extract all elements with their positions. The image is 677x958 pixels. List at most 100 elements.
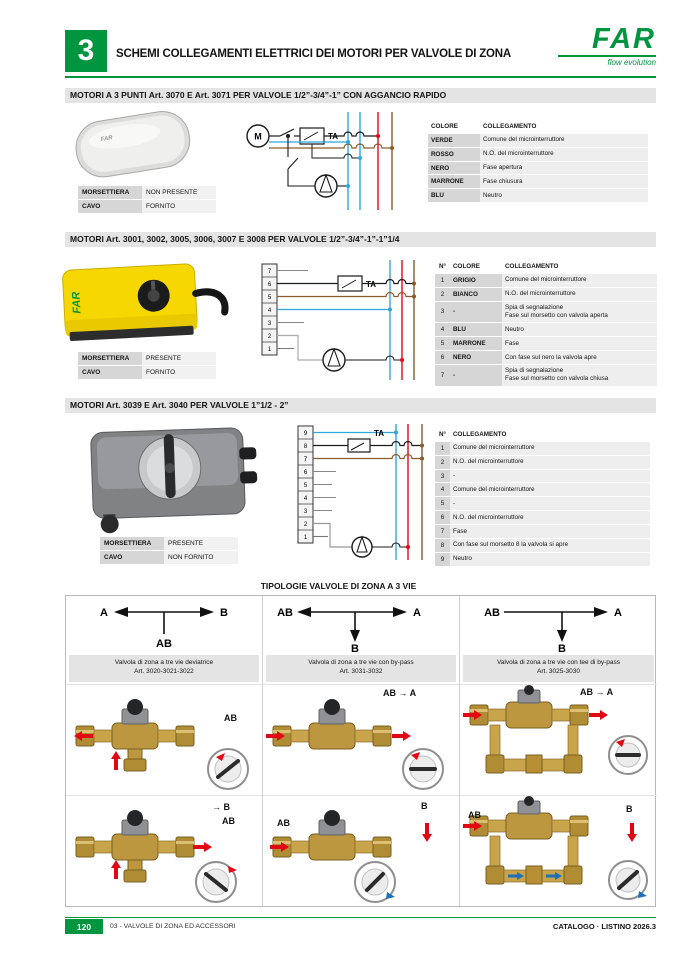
svg-text:2: 2 [304,522,308,528]
footer-divider [65,917,656,918]
svg-text:TA: TA [366,280,376,289]
table-header-row: N° COLORE COLLEGAMENTO [438,262,559,270]
port-label-b: B [626,804,633,814]
pump-icon [322,348,346,372]
svg-text:B: B [220,607,228,619]
svg-text:9: 9 [304,431,308,437]
wiring-diagram-3039: 9 8 7 6 5 4 3 2 1 TA [297,424,424,560]
flow-label-ab-a: AB → A [383,688,417,698]
position-indicator [608,735,648,775]
table-row: 3-Spia di segnalazione Fase sul morsetto… [435,301,657,323]
svg-text:FAR: FAR [70,291,83,314]
flow-label-ab-a: AB → A [580,687,614,697]
section1-title-bar: MOTORI A 3 PUNTI Art. 3070 E Art. 3071 P… [65,88,656,103]
valve-photo-cell: AB B [460,795,657,906]
position-indicator [195,861,237,903]
flow-arrow-out-b [193,842,212,852]
svg-text:M: M [254,132,262,142]
brand-tagline: flow evolution [607,58,656,67]
port-label-b: B [421,801,428,811]
terminal-strip: 9 8 7 6 5 4 3 2 1 [297,425,314,544]
flow-arrow-in-ab [463,710,482,720]
section3-title-bar: MOTORI Art. 3039 E Art. 3040 PER VALVOLE… [65,398,656,413]
flow-scheme-deviatrice: A B AB [66,596,262,653]
motor-3001-photo: FAR [62,263,229,342]
svg-text:4: 4 [304,496,308,502]
flow-arrow-out-a [392,731,411,741]
cable-gland [239,447,257,460]
table-row: MORSETTIERA PRESENTE [100,537,238,550]
section2-title-bar: MOTORI Art. 3001, 3002, 3005, 3006, 3007… [65,232,656,247]
svg-text:FAR: FAR [100,135,113,143]
flow-arrow-in-ab [266,731,285,741]
port-label-ab: AB [224,713,237,723]
valve-deviatrice-photo [74,699,249,790]
flow-scheme-bypass: AB A B [263,596,459,655]
pump-icon [351,536,373,558]
svg-text:AB: AB [156,638,172,650]
port-label-ab: AB [468,810,481,820]
terminal-cable-table-s1: MORSETTIERA NON PRESENTE CAVO FORNITO [78,186,216,214]
valve-photo-cell: AB [66,684,262,795]
svg-text:5: 5 [304,483,308,489]
svg-text:3: 3 [268,321,272,327]
port-label-ab: AB [222,816,235,826]
svg-text:1: 1 [268,347,272,353]
position-indicator [608,860,648,900]
svg-text:5: 5 [268,295,272,301]
page-title: SCHEMI COLLEGAMENTI ELETTRICI DEI MOTORI… [116,48,511,60]
typology-header: Valvola di zona a tre vie con tee di by-… [463,655,654,682]
table-row: CAVO FORNITO [78,200,216,213]
flow-arrow-down-b [627,823,637,842]
cable [192,288,229,316]
svg-text:8: 8 [304,444,308,450]
position-indicator [354,861,396,903]
table-header-row: N° COLLEGAMENTO [438,430,507,438]
flow-arrow-down-b [422,823,432,842]
table-row: MORSETTIERA PRESENTE [78,352,216,365]
valve-tee-bypass-photo [463,685,648,775]
valve-photo-cell: AB → A [263,684,459,795]
bypass-flow-arrow [508,872,524,880]
brand-logo-text: FAR [592,23,656,55]
table-header-row: COLORE COLLEGAMENTO [431,122,537,130]
valve-bypass-photo [266,699,444,790]
table-row: 5- [435,497,650,511]
flow-arrow-in-ab [111,860,121,879]
valve-photo-cell: → B AB [66,795,262,906]
svg-text:7: 7 [268,269,272,275]
valve-tee-bypass-photo [463,796,648,900]
table-row: CAVO NON FORNITO [100,551,238,564]
valve-photo-cell: AB → A [460,684,657,795]
pump-icon [314,174,338,198]
footer-catalog-label: CATALOGO · LISTINO 2026.3 [552,922,656,931]
typologies-grid: A B AB Valvola di zona a tre vie deviatr… [65,595,657,907]
typology-column-bypass: AB A B Valvola di zona a tre vie con by-… [263,596,460,906]
svg-text:6: 6 [268,282,272,288]
svg-text:1: 1 [304,535,308,541]
cable-gland [240,471,258,484]
table-row: MORSETTIERA NON PRESENTE [78,186,216,199]
position-indicator [207,748,249,790]
header-divider [65,76,656,78]
flow-label-b: → B [212,802,230,812]
svg-text:3: 3 [304,509,308,515]
port-label-ab: AB [277,818,290,828]
typologies-title: TIPOLOGIE VALVOLE DI ZONA A 3 VIE [260,581,417,591]
svg-text:A: A [100,607,108,619]
flow-scheme-tee-bypass: AB A B [460,596,657,655]
